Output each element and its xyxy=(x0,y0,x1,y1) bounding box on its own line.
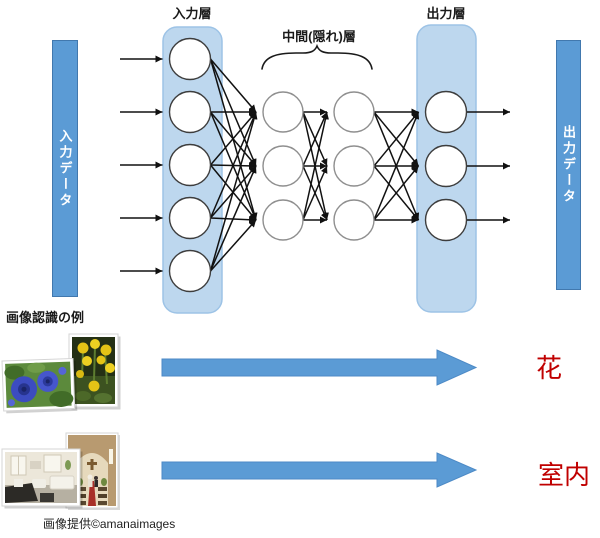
output-data-bar: 出力データ xyxy=(556,40,581,290)
neuron-node xyxy=(168,90,212,134)
neuron-node xyxy=(333,91,375,133)
input-data-bar: 入力データ xyxy=(52,40,78,297)
neuron-node xyxy=(262,91,304,133)
input-data-bar-label: 入力データ xyxy=(57,128,73,209)
connection-line xyxy=(209,58,257,113)
yellow-flowers-photo xyxy=(68,333,121,410)
hidden-layer-brace xyxy=(261,43,373,70)
network-graph xyxy=(120,37,510,293)
hidden-layer-label: 中間(隠れ)層 xyxy=(282,29,356,44)
neuron-node xyxy=(168,196,212,240)
neuron-node xyxy=(424,144,468,188)
connection-line xyxy=(302,111,328,167)
neuron-node xyxy=(424,198,468,242)
indoor-result-label: 室内 xyxy=(538,460,591,490)
indoor-example-arrow xyxy=(161,452,478,488)
connection-line xyxy=(209,165,257,272)
neuron-node xyxy=(424,90,468,134)
neuron-node xyxy=(168,37,212,81)
neuron-node xyxy=(262,145,304,187)
connection-line xyxy=(302,165,328,221)
neuron-node xyxy=(262,199,304,241)
flower-example-arrow xyxy=(161,349,478,386)
connection-line xyxy=(373,111,420,167)
blue-flowers-photo xyxy=(1,358,78,414)
example-section-heading: 画像認識の例 xyxy=(6,310,85,325)
image-credit: 画像提供©amanaimages xyxy=(43,517,176,531)
connection-line xyxy=(209,111,258,272)
connection-line xyxy=(373,165,420,221)
living-room-photo xyxy=(1,448,83,509)
connection-line xyxy=(302,111,329,221)
output-data-bar-label: 出力データ xyxy=(561,125,576,205)
neuron-node xyxy=(168,143,212,187)
connection-line xyxy=(209,111,257,219)
neuron-node xyxy=(333,199,375,241)
flower-result-label: 花 xyxy=(536,353,563,383)
connection-line xyxy=(209,111,257,166)
neuron-node xyxy=(168,249,212,293)
connection-line xyxy=(373,111,420,221)
input-layer-label: 入力層 xyxy=(172,6,212,21)
neuron-node xyxy=(333,145,375,187)
output-layer-label: 出力層 xyxy=(426,6,466,21)
connection-line xyxy=(209,219,257,272)
